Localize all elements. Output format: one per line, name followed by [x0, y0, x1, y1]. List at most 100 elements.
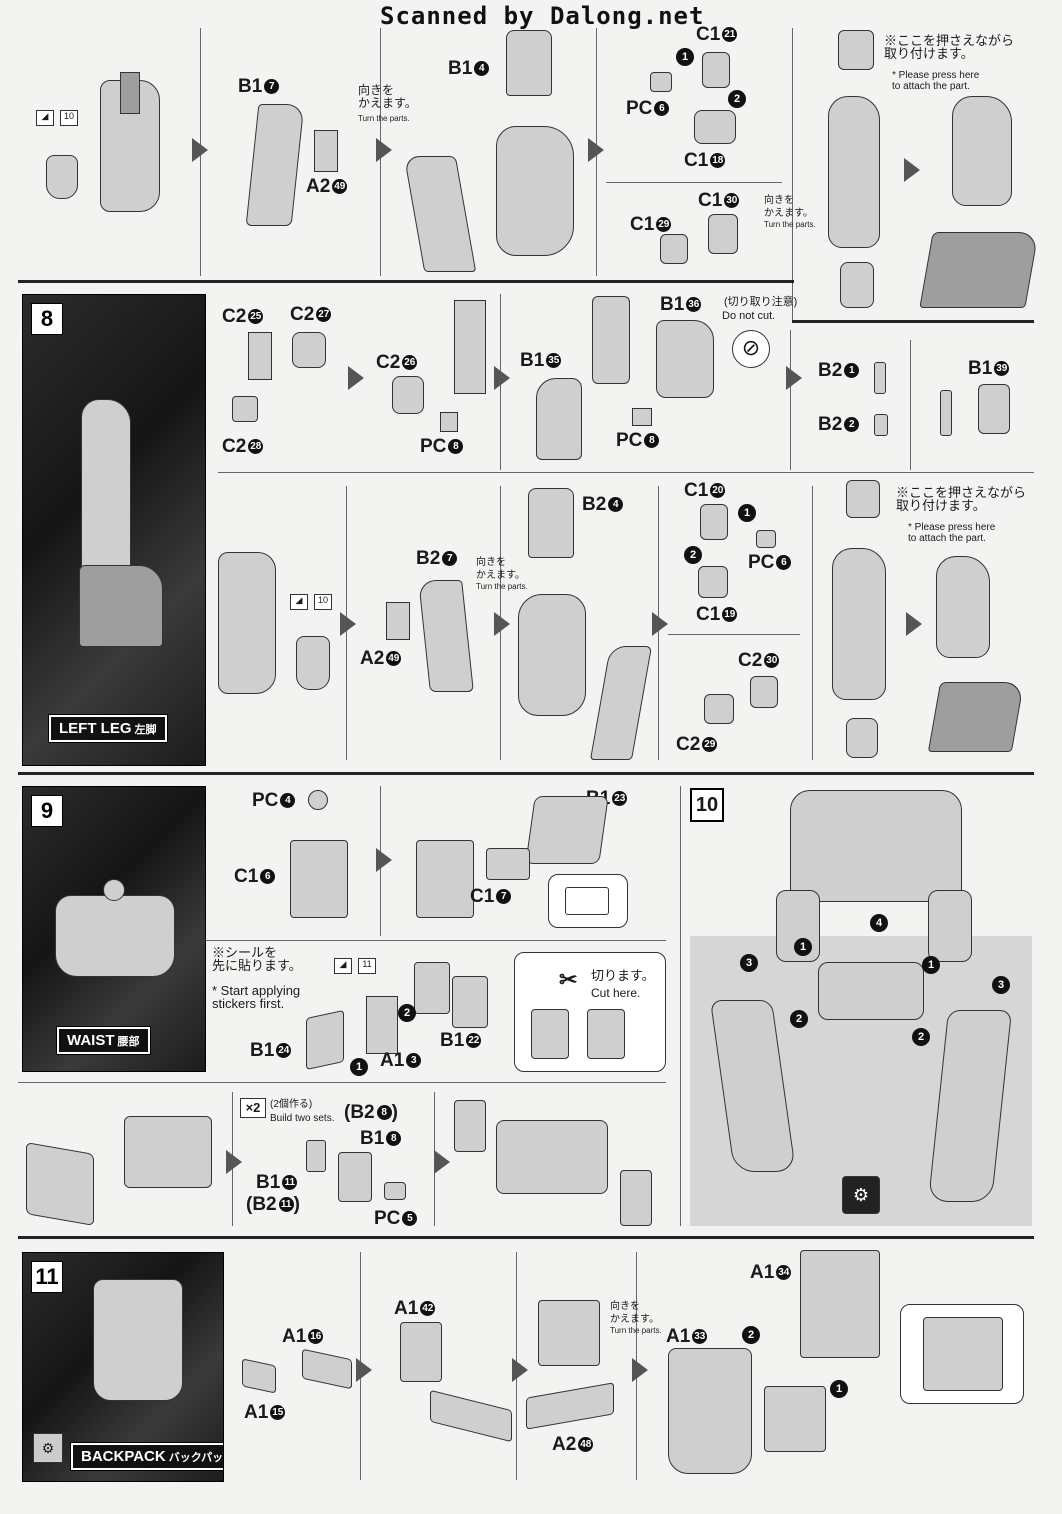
part-illustration [536, 378, 582, 460]
build-two-note: (2個作る) [270, 1099, 313, 1110]
press-note-en: * Please press here to attach the part. [908, 522, 996, 544]
turn-note: 向きを かえます。 [476, 557, 525, 581]
detail-callout [900, 1304, 1024, 1404]
order-marker: 1 [794, 938, 812, 956]
detail-callout [548, 874, 628, 928]
sticker-number: 10 [314, 594, 332, 610]
section-divider [792, 320, 1034, 323]
part-illustration [124, 1116, 212, 1188]
torso-illustration [790, 790, 962, 902]
step-arrow-icon [786, 366, 802, 390]
part-illustration [414, 962, 450, 1014]
section-divider [18, 772, 1034, 775]
order-marker: 2 [742, 1326, 760, 1344]
part-illustration [708, 214, 738, 254]
order-marker: 1 [922, 956, 940, 974]
part-illustration [46, 155, 78, 199]
divider [812, 486, 813, 760]
part-illustration [506, 30, 552, 96]
detail-illustration [923, 1317, 1003, 1391]
divider [218, 472, 1034, 473]
backpack-label: BACKPACKバックパック [69, 1442, 223, 1471]
step-arrow-icon [588, 138, 604, 162]
divider [680, 786, 681, 1226]
part-illustration [418, 580, 474, 692]
backpack-illustration [93, 1279, 183, 1401]
part-illustration [702, 52, 730, 88]
step-arrow-icon [192, 138, 208, 162]
step-number: 8 [31, 303, 63, 335]
order-marker: 4 [870, 914, 888, 932]
part-illustration [800, 1250, 880, 1358]
waist-illustration [103, 879, 125, 901]
part-illustration [940, 390, 952, 436]
part-illustration [632, 408, 652, 426]
part-illustration [454, 1100, 486, 1152]
order-marker: 3 [740, 954, 758, 972]
step-arrow-icon [652, 612, 668, 636]
waist-illustration [55, 895, 175, 977]
part-illustration [838, 30, 874, 70]
part-illustration [245, 104, 305, 226]
watermark: Scanned by Dalong.net [380, 2, 705, 30]
left-leg-illustration [79, 565, 163, 647]
part-illustration [650, 72, 672, 92]
step-number: 11 [31, 1261, 63, 1293]
divider [792, 28, 793, 320]
part-illustration [452, 976, 488, 1028]
step-arrow-icon [340, 612, 356, 636]
turn-note: 向きを かえます。 [358, 83, 417, 110]
divider [206, 940, 666, 941]
no-cut-icon: ⊘ [732, 330, 770, 368]
stand-icon: ⚙ [842, 1176, 880, 1214]
press-note: ※ここを押さえながら 取り付けます。 [896, 485, 1027, 513]
press-note-en: * Please press here to attach the part. [892, 70, 980, 92]
part-illustration [338, 1152, 372, 1202]
part-illustration [403, 156, 477, 272]
part-illustration [526, 1382, 614, 1430]
order-marker: 1 [676, 48, 694, 66]
part-illustration [454, 300, 486, 394]
step-arrow-icon [434, 1150, 450, 1174]
divider [910, 340, 911, 470]
sticker-icon: ◢ [290, 594, 308, 610]
part-illustration [620, 1170, 652, 1226]
step-arrow-icon [512, 1358, 528, 1382]
order-marker: 2 [790, 1010, 808, 1028]
order-marker: 2 [728, 90, 746, 108]
cut-note-en: Cut here. [591, 986, 641, 1000]
order-marker: 2 [912, 1028, 930, 1046]
part-illustration [764, 1386, 826, 1452]
step-arrow-icon [494, 366, 510, 390]
step-arrow-icon [632, 1358, 648, 1382]
part-illustration [694, 110, 736, 144]
part-illustration [525, 796, 609, 864]
part-illustration [384, 1182, 406, 1200]
waist-illustration [818, 962, 924, 1020]
